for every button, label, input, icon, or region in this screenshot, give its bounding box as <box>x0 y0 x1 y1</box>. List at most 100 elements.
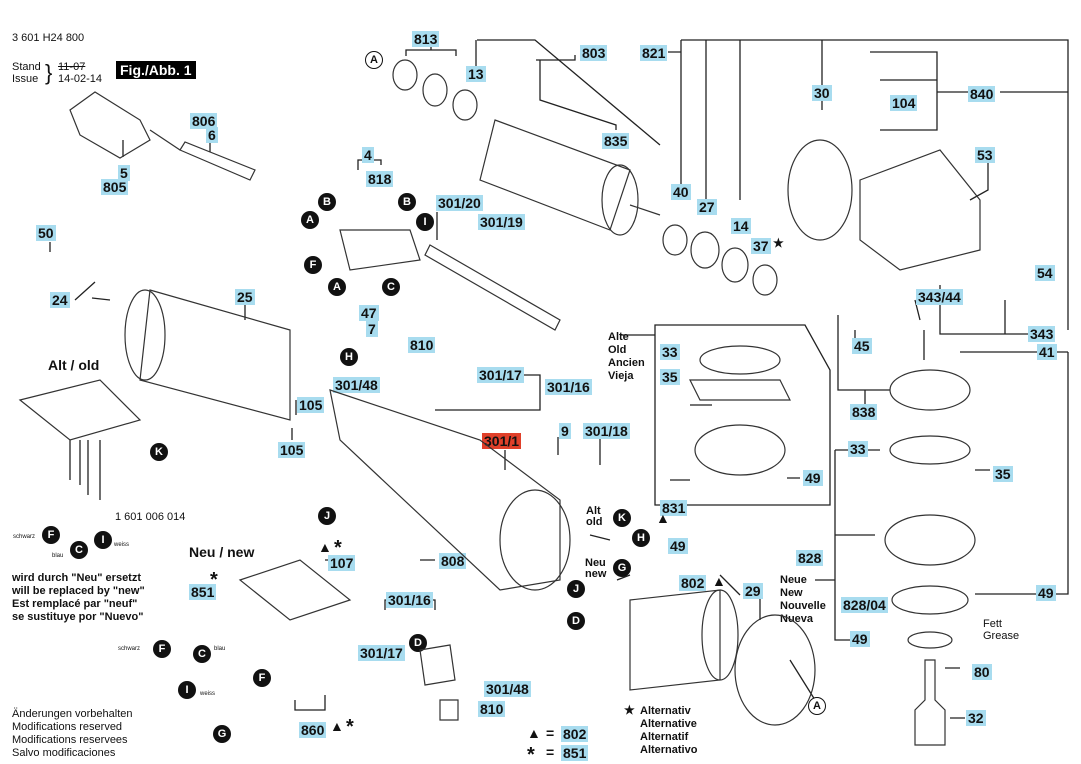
part-label-301-20[interactable]: 301/20 <box>436 195 483 211</box>
part-number: 3 601 H24 800 <box>12 32 85 44</box>
part-label-47[interactable]: 47 <box>359 305 379 321</box>
part-label-30[interactable]: 30 <box>812 85 832 101</box>
connector-a-outline[interactable]: A <box>808 697 826 715</box>
connector-f[interactable]: F <box>253 669 271 687</box>
part-label-41[interactable]: 41 <box>1037 344 1057 360</box>
part-label-838[interactable]: 838 <box>850 404 878 420</box>
connector-f[interactable]: F <box>153 640 171 658</box>
part-label-49-new-a[interactable]: 49 <box>1036 585 1056 601</box>
part-label-6[interactable]: 6 <box>206 127 218 143</box>
part-label-35-old[interactable]: 35 <box>660 369 680 385</box>
connector-f[interactable]: F <box>42 526 60 544</box>
connector-b[interactable]: B <box>398 193 416 211</box>
connector-c[interactable]: C <box>193 645 211 663</box>
part-label-32[interactable]: 32 <box>966 710 986 726</box>
part-label-13[interactable]: 13 <box>466 66 486 82</box>
part-label-5[interactable]: 5 <box>118 165 130 181</box>
part-label-9[interactable]: 9 <box>559 423 571 439</box>
replaced-note-en: will be replaced by "new" <box>12 585 145 597</box>
part-label-54[interactable]: 54 <box>1035 265 1055 281</box>
connector-k[interactable]: K <box>613 509 631 527</box>
part-label-4[interactable]: 4 <box>362 147 374 163</box>
connector-d[interactable]: D <box>409 634 427 652</box>
part-label-818[interactable]: 818 <box>366 171 394 187</box>
part-label-301-1-highlighted[interactable]: 301/1 <box>482 433 522 449</box>
part-label-35-new[interactable]: 35 <box>993 466 1013 482</box>
part-label-14[interactable]: 14 <box>731 218 751 234</box>
connector-h[interactable]: H <box>632 529 650 547</box>
part-label-40[interactable]: 40 <box>671 184 691 200</box>
part-label-821[interactable]: 821 <box>640 45 668 61</box>
part-label-105-b[interactable]: 105 <box>278 442 306 458</box>
part-label-805[interactable]: 805 <box>101 179 129 195</box>
part-label-301-19[interactable]: 301/19 <box>478 214 525 230</box>
part-label-107[interactable]: 107 <box>328 555 356 571</box>
part-label-343[interactable]: 343 <box>1028 326 1056 342</box>
part-label-301-48[interactable]: 301/48 <box>333 377 380 393</box>
connector-i[interactable]: I <box>94 531 112 549</box>
part-label-80[interactable]: 80 <box>972 664 992 680</box>
part-label-25[interactable]: 25 <box>235 289 255 305</box>
part-label-840[interactable]: 840 <box>968 86 996 102</box>
part-label-301-18[interactable]: 301/18 <box>583 423 630 439</box>
part-label-828-04[interactable]: 828/04 <box>841 597 888 613</box>
connector-a-outline[interactable]: A <box>365 51 383 69</box>
connector-g[interactable]: G <box>213 725 231 743</box>
part-label-835[interactable]: 835 <box>602 133 630 149</box>
connector-b[interactable]: B <box>318 193 336 211</box>
connector-a[interactable]: A <box>301 211 319 229</box>
part-label-27[interactable]: 27 <box>697 199 717 215</box>
part-label-50[interactable]: 50 <box>36 225 56 241</box>
part-label-301-48-lower[interactable]: 301/48 <box>484 681 531 697</box>
part-label-828[interactable]: 828 <box>796 550 824 566</box>
part-label-24[interactable]: 24 <box>50 292 70 308</box>
connector-h[interactable]: H <box>340 348 358 366</box>
connector-c[interactable]: C <box>70 541 88 559</box>
part-label-7[interactable]: 7 <box>366 321 378 337</box>
legend-802[interactable]: 802 <box>561 726 589 742</box>
part-label-860[interactable]: 860 <box>299 722 327 738</box>
part-label-343-44[interactable]: 343/44 <box>916 289 963 305</box>
part-label-301-16-lower[interactable]: 301/16 <box>386 592 433 608</box>
legend-851[interactable]: 851 <box>561 745 589 761</box>
part-label-49-new-b[interactable]: 49 <box>850 631 870 647</box>
connector-i[interactable]: I <box>178 681 196 699</box>
part-label-803[interactable]: 803 <box>580 45 608 61</box>
part-label-808[interactable]: 808 <box>439 553 467 569</box>
rings-drawing <box>662 224 778 296</box>
connector-f[interactable]: F <box>304 256 322 274</box>
connector-k[interactable]: K <box>150 443 168 461</box>
neue-label-es: Nueva <box>780 613 814 625</box>
connector-d[interactable]: D <box>567 612 585 630</box>
connector-j[interactable]: J <box>318 507 336 525</box>
part-label-105-a[interactable]: 105 <box>297 397 325 413</box>
part-label-53[interactable]: 53 <box>975 147 995 163</box>
part-label-49-old-b[interactable]: 49 <box>668 538 688 554</box>
part-label-301-16[interactable]: 301/16 <box>545 379 592 395</box>
part-label-301-17[interactable]: 301/17 <box>477 367 524 383</box>
connector-a[interactable]: A <box>328 278 346 296</box>
part-label-810[interactable]: 810 <box>408 337 436 353</box>
part-label-49-old-a[interactable]: 49 <box>803 470 823 486</box>
connector-i[interactable]: I <box>416 213 434 231</box>
part-label-29[interactable]: 29 <box>743 583 763 599</box>
part-label-37[interactable]: 37 <box>751 238 771 254</box>
gear-housing-drawing <box>859 149 981 271</box>
part-label-813[interactable]: 813 <box>412 31 440 47</box>
part-label-851[interactable]: 851 <box>189 584 217 600</box>
part-label-33-new[interactable]: 33 <box>848 441 868 457</box>
alternativ-de: Alternativ <box>640 705 691 717</box>
connector-j[interactable]: J <box>567 580 585 598</box>
slider-drawing <box>424 244 561 331</box>
part-label-806[interactable]: 806 <box>190 113 218 129</box>
connector-c[interactable]: C <box>382 278 400 296</box>
part-label-301-17-lower[interactable]: 301/17 <box>358 645 405 661</box>
connector-g[interactable]: G <box>613 559 631 577</box>
neu-new-heading: Neu / new <box>189 544 255 560</box>
part-label-104[interactable]: 104 <box>890 95 918 111</box>
part-label-802[interactable]: 802 <box>679 575 707 591</box>
part-label-831[interactable]: 831 <box>660 500 688 516</box>
part-label-33-old[interactable]: 33 <box>660 344 680 360</box>
part-label-45[interactable]: 45 <box>852 338 872 354</box>
part-label-810-lower[interactable]: 810 <box>478 701 506 717</box>
